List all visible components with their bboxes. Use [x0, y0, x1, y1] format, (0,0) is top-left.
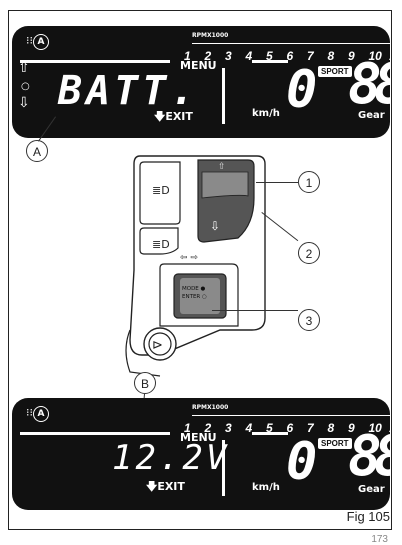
- rpm-tick: 2: [204, 49, 212, 63]
- arrow-down-icon: ⇩: [18, 95, 30, 111]
- gear-label: Gear: [358, 484, 385, 495]
- callout-3: 3: [298, 309, 320, 331]
- rpm-tick: 1: [184, 421, 191, 435]
- sport-mode-badge: SPORT: [318, 66, 352, 77]
- page-number: 173: [371, 534, 388, 545]
- separator-line: [252, 432, 288, 435]
- callout-3-leader: [212, 310, 298, 311]
- svg-text:⇦ ⇨: ⇦ ⇨: [180, 253, 198, 263]
- rpm-tick: 9: [348, 49, 355, 63]
- separator-line: [252, 60, 288, 63]
- menu-label: MENU: [180, 59, 217, 72]
- rpm-tick: 7: [307, 49, 314, 63]
- exit-label: 🡇EXIT: [146, 480, 185, 493]
- rpm-tick: 3: [225, 49, 232, 63]
- callout-b: B: [134, 372, 156, 394]
- rpm-tick: 4: [245, 421, 253, 435]
- dot-icon: ○: [21, 81, 30, 92]
- rpm-label: RPMX1000: [192, 404, 229, 411]
- divider: [222, 68, 225, 124]
- gear-digits: 88: [348, 52, 390, 117]
- enter-label: ENTER ○: [182, 294, 207, 300]
- nav-arrows: ⇧ ○ ⇩: [18, 60, 30, 112]
- divider: [222, 440, 225, 496]
- rpm-tick: 6: [286, 49, 294, 63]
- separator-line: [20, 60, 170, 63]
- rpm-tick: 5: [266, 49, 273, 63]
- rpm-tick: 10: [368, 421, 382, 435]
- rpm-tick: 8: [327, 421, 335, 435]
- speed-value: 0: [286, 60, 318, 120]
- speed-unit: km/h: [252, 108, 280, 119]
- callout-1: 1: [298, 171, 320, 193]
- arrow-down-icon: 🡇: [154, 110, 166, 123]
- svg-text:≣D: ≣D: [152, 238, 170, 251]
- callout-1-leader: [256, 182, 298, 183]
- rpm-tick: 6: [286, 421, 294, 435]
- speed-value: 0: [286, 432, 318, 492]
- mode-label: MODE ●: [182, 286, 206, 292]
- rpm-tick: 11: [389, 49, 390, 63]
- rpm-tick: 7: [307, 421, 314, 435]
- arrow-up-icon: ⇧: [18, 60, 30, 76]
- horn-icon: ⊳: [152, 338, 163, 353]
- svg-text:≣D: ≣D: [152, 184, 170, 197]
- display-main-text: 12.2V: [112, 438, 230, 478]
- sport-mode-badge: SPORT: [318, 438, 352, 449]
- light-indicator-icon: ⁝⁝A: [26, 34, 49, 50]
- rpm-tick: 1: [184, 49, 191, 63]
- rpm-tick: 4: [245, 49, 253, 63]
- exit-label: 🡇EXIT: [154, 110, 193, 123]
- menu-label: MENU: [180, 431, 217, 444]
- speed-unit: km/h: [252, 482, 280, 493]
- rpm-baseline: [192, 43, 390, 44]
- gear-label: Gear: [358, 110, 385, 121]
- rpm-tick: 2: [204, 421, 212, 435]
- rpm-tick: 9: [348, 421, 355, 435]
- callout-2: 2: [298, 242, 320, 264]
- handlebar-switch-illustration: ≣D ≣D ⇧ ⇩ ⇦ ⇨ MODE ● ENTER ○ ⊳: [125, 155, 266, 377]
- light-indicator-icon: ⁝⁝A: [26, 406, 49, 422]
- rpm-baseline: [192, 415, 390, 416]
- svg-text:⇩: ⇩: [210, 219, 220, 233]
- rpm-label: RPMX1000: [192, 32, 229, 39]
- rpm-tick: 3: [225, 421, 232, 435]
- gear-digits: 88: [348, 424, 390, 489]
- rpm-tick: 11: [389, 421, 390, 435]
- rpm-tick: 5: [266, 421, 273, 435]
- figure-frame: [8, 10, 392, 530]
- rpm-tick: 8: [327, 49, 335, 63]
- figure-label: Fig 105: [346, 509, 390, 524]
- rpm-tick: 10: [368, 49, 382, 63]
- svg-text:⇧: ⇧: [218, 162, 226, 172]
- callout-a: A: [26, 140, 48, 162]
- arrow-down-icon: 🡇: [146, 480, 158, 493]
- separator-line: [20, 432, 170, 435]
- display-main-text: BATT.: [58, 68, 199, 114]
